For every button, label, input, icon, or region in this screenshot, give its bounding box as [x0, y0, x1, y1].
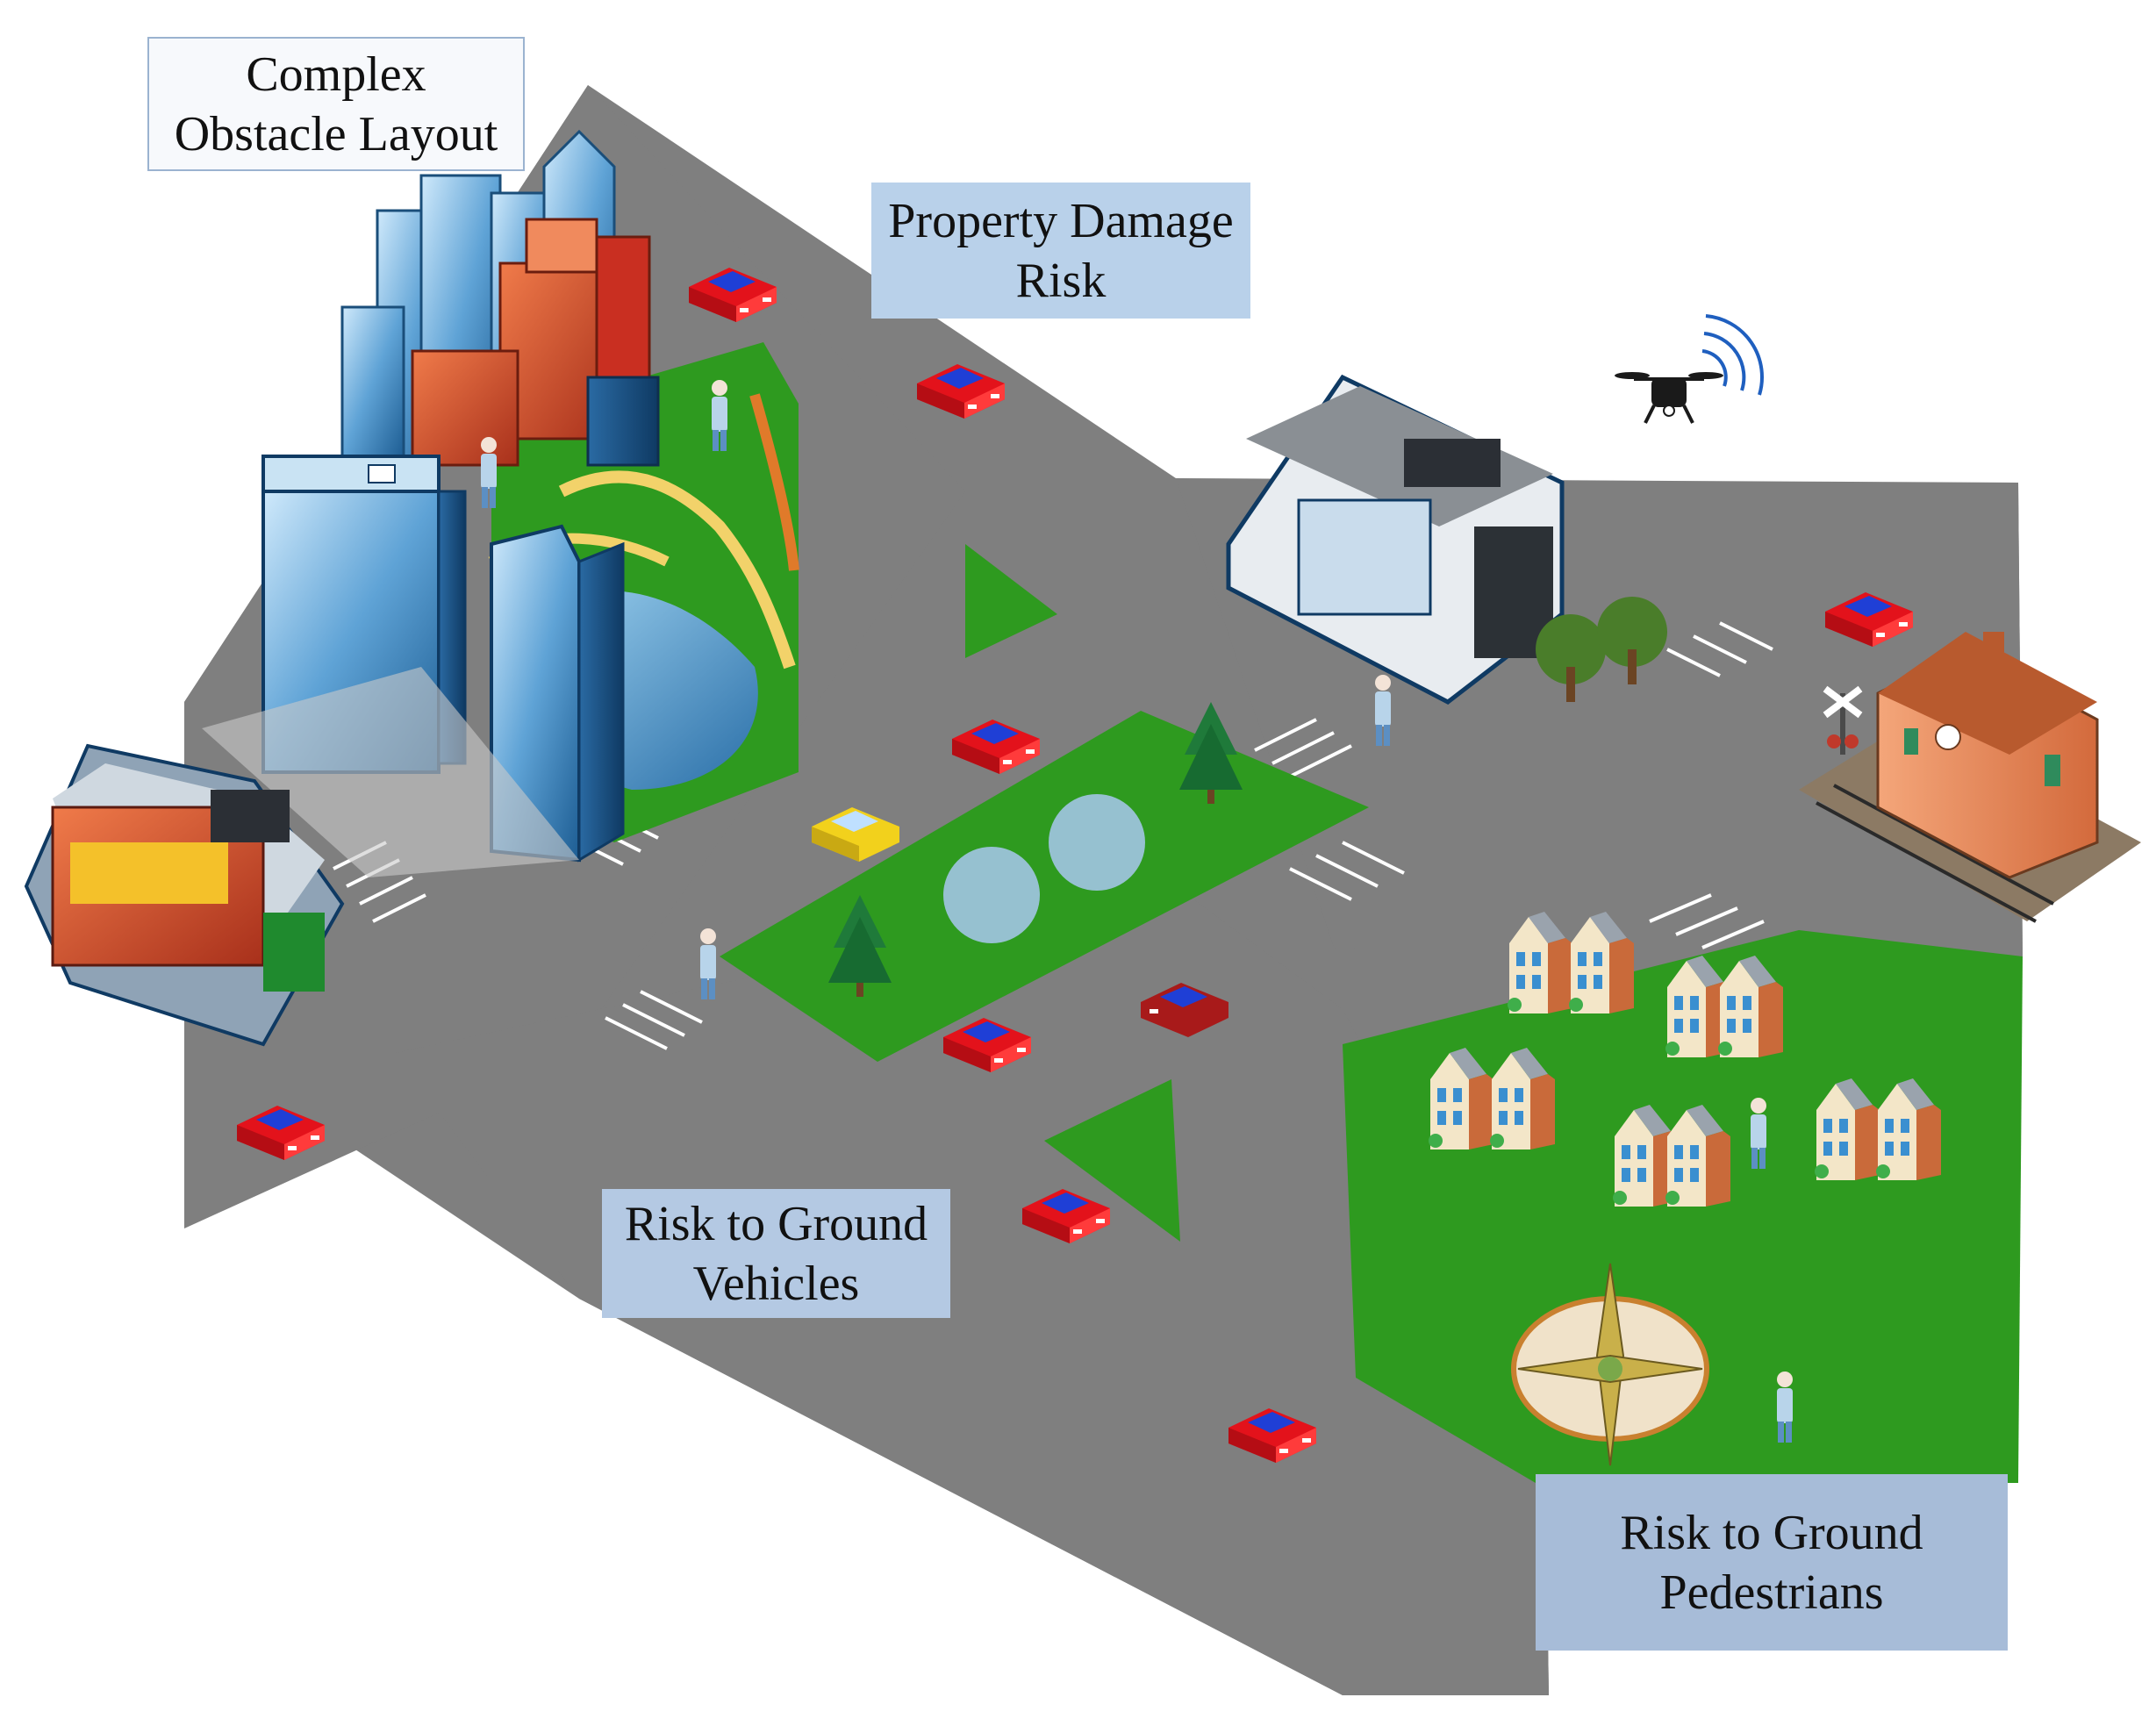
- traffic-island-south: [1044, 1079, 1180, 1242]
- label-line: Pedestrians: [1659, 1565, 1884, 1620]
- label-risk-ground-vehicles: Risk to Ground Vehicles: [602, 1189, 950, 1318]
- traffic-island-north: [965, 544, 1057, 658]
- label-line: Obstacle Layout: [174, 106, 498, 161]
- train-station-icon: [1799, 632, 2141, 923]
- label-risk-ground-pedestrians: Risk to Ground Pedestrians: [1536, 1474, 2008, 1651]
- store-building: [24, 743, 345, 1047]
- label-complex-obstacle-layout: Complex Obstacle Layout: [147, 37, 525, 171]
- label-line: Vehicles: [692, 1256, 860, 1311]
- signal-waves-icon: [1701, 314, 1764, 396]
- railroad-crossing-icon: [1823, 685, 1863, 755]
- compass-rose-icon: [1511, 1263, 1709, 1466]
- taxi-icon: [812, 807, 899, 862]
- car-icon: [1141, 983, 1228, 1037]
- median-trees: [828, 702, 1243, 997]
- label-line: Complex: [246, 47, 426, 102]
- road-south-arm: [395, 886, 1549, 1695]
- skyscraper-cluster: [202, 129, 660, 877]
- label-line: Risk to Ground: [1620, 1505, 1923, 1560]
- label-line: Risk: [1015, 253, 1107, 308]
- label-property-damage-risk: Property Damage Risk: [871, 183, 1250, 319]
- vehicles: [237, 268, 1913, 1463]
- label-line: Risk to Ground: [624, 1196, 928, 1251]
- label-line: Property Damage: [888, 193, 1234, 248]
- garage-building: [1226, 374, 1667, 705]
- drone-icon: [1615, 372, 1723, 424]
